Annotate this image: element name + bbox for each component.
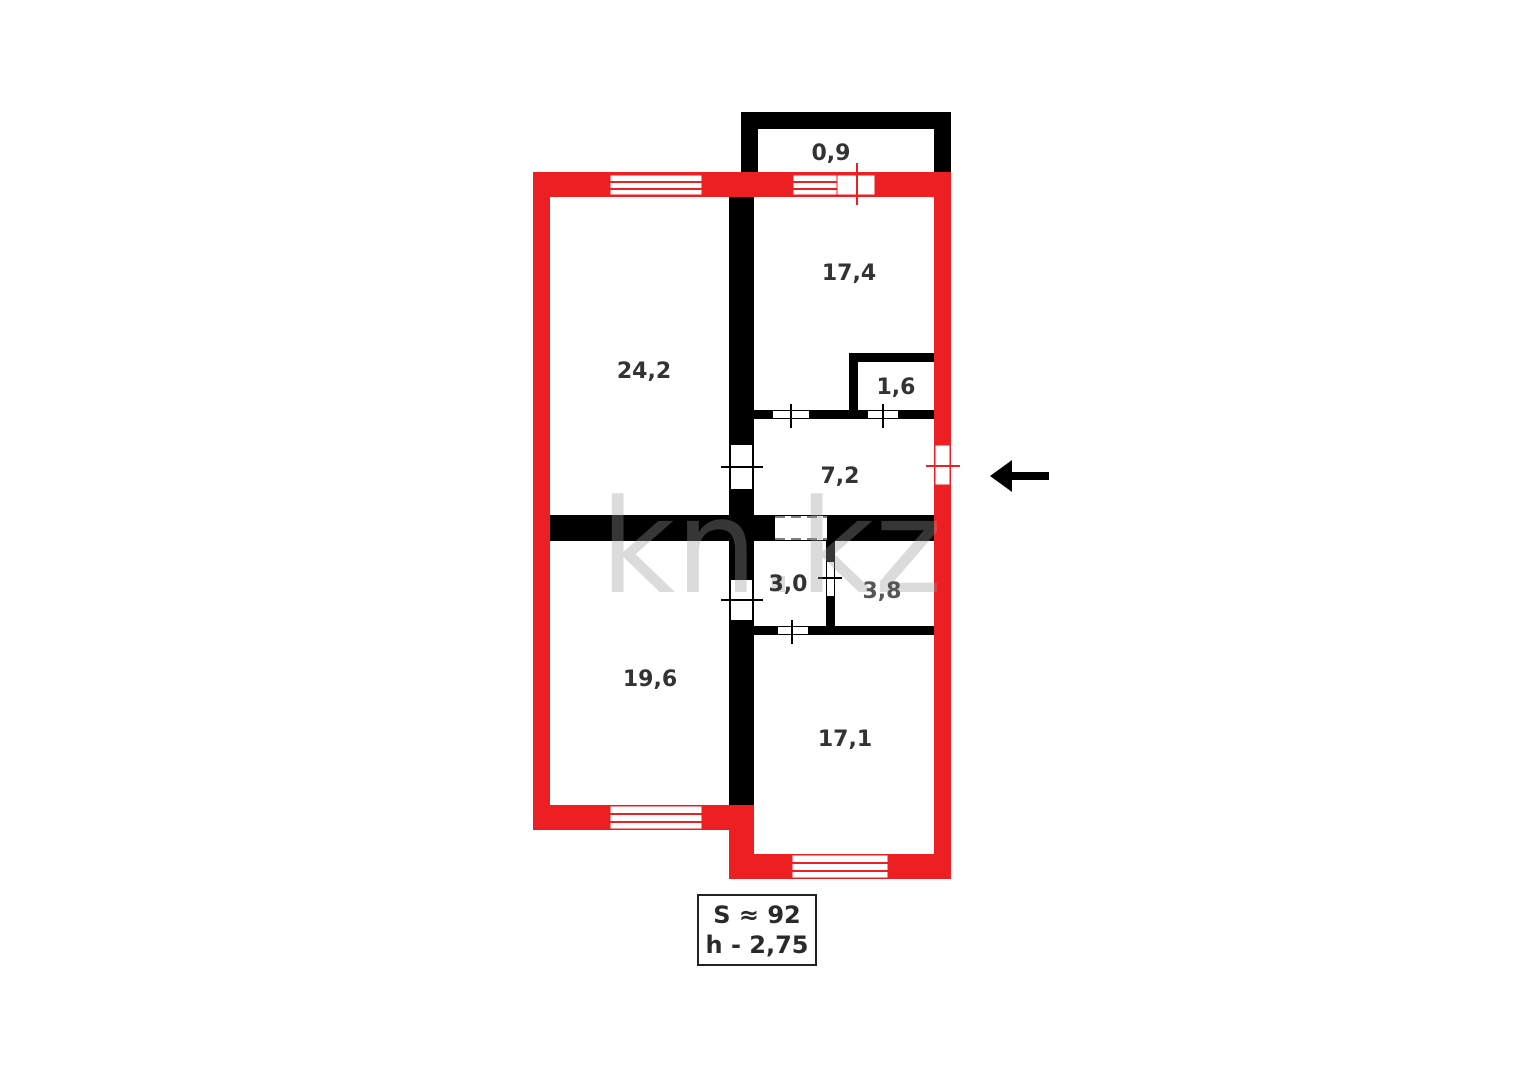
ceiling-height: h - 2,75 [705, 931, 809, 959]
windows [609, 163, 889, 879]
watermark: kn.kz [600, 471, 943, 623]
label-hallway: 7,2 [821, 464, 860, 489]
label-balcony: 0,9 [812, 141, 851, 166]
opening-bathroom [775, 516, 827, 540]
door-toilet [818, 562, 842, 596]
interior-walls [550, 197, 934, 805]
door-room-bottom-left [721, 580, 763, 620]
total-area: S ≈ 92 [713, 901, 801, 929]
door-closet [868, 404, 898, 428]
balcony-walls [741, 112, 951, 182]
window-bottom-left [609, 805, 703, 830]
label-room-top-right: 17,4 [822, 261, 876, 286]
label-closet: 1,6 [877, 375, 916, 400]
label-room-bottom-left: 19,6 [623, 667, 677, 692]
label-room-left-large: 24,2 [617, 359, 671, 384]
label-toilet: 3,8 [863, 579, 902, 604]
entrance-door [926, 444, 960, 486]
doors [721, 404, 960, 644]
left-arrow-icon [990, 460, 1049, 492]
label-room-bottom-right: 17,1 [818, 727, 872, 752]
window-top-left [609, 174, 703, 196]
door-room-left-large [721, 445, 763, 489]
door-room-top-right [773, 404, 809, 428]
label-bathroom: 3,0 [769, 572, 808, 597]
window-bottom-right [791, 854, 889, 879]
room-labels: 0,9 17,4 24,2 1,6 7,2 3,0 3,8 19,6 17,1 [617, 141, 916, 752]
balcony-door-window [792, 163, 876, 205]
door-room-bottom-right [778, 620, 808, 644]
summary-box: S ≈ 92 h - 2,75 [697, 894, 817, 966]
